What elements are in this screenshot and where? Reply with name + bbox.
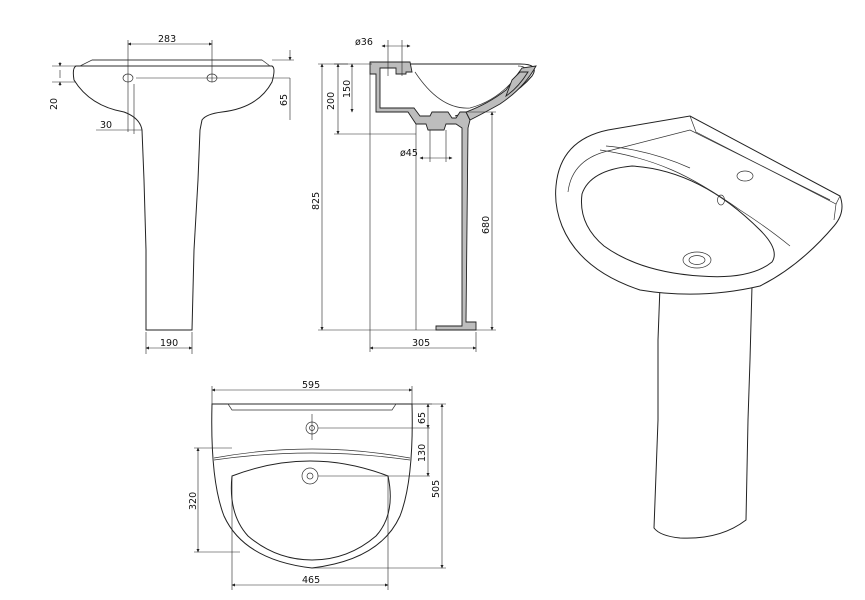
dim-front-pedestal: 190 [160,338,178,349]
perspective-view [555,115,843,539]
dim-side-hole: ø36 [355,37,373,48]
dim-front-rim: 20 [49,98,60,110]
dim-plan-width: 595 [302,380,320,391]
dim-side-200: 200 [326,92,337,110]
side-section-view [318,40,537,352]
section-back-wall [369,61,477,331]
dim-side-150: 150 [342,80,353,98]
front-basin-outline [72,65,275,331]
dim-front-offset: 30 [100,120,112,131]
plan-view [194,386,446,590]
dim-side-825: 825 [311,192,322,210]
dim-plan-320: 320 [188,492,199,510]
dim-plan-bowl-width: 465 [302,575,320,586]
dimension-labels: 283 20 65 30 190 ø36 200 150 825 ø45 680… [49,34,492,586]
dim-plan-65: 65 [417,412,428,424]
dim-side-drain: ø45 [400,148,418,159]
dim-plan-depth: 505 [431,480,442,498]
front-view [52,40,294,354]
dim-plan-130: 130 [417,444,428,462]
dim-front-right: 65 [279,94,290,106]
dim-side-depth: 305 [412,338,430,349]
dim-front-tap-spacing: 283 [158,34,176,45]
dim-side-680: 680 [481,216,492,234]
